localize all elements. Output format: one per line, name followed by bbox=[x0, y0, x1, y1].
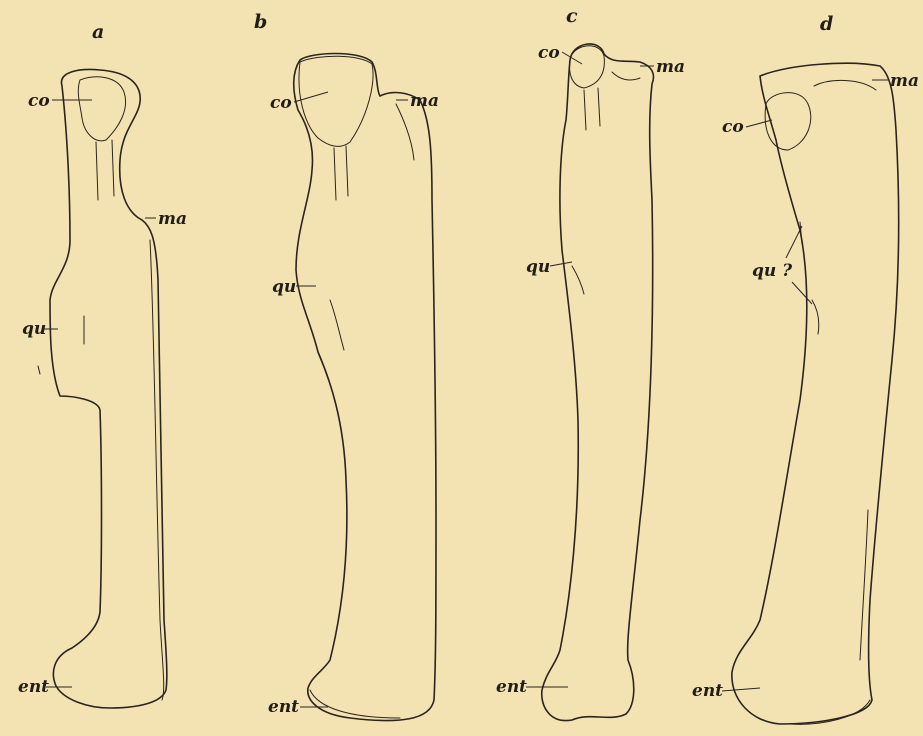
figure-c-label-ent: ent bbox=[496, 677, 527, 697]
figure-b-distal bbox=[310, 690, 400, 718]
figure-a-head bbox=[78, 77, 125, 141]
figure-c: c co ma qu ent bbox=[496, 5, 685, 721]
figure-b-letter: b bbox=[254, 11, 267, 33]
figure-b-neck bbox=[334, 146, 348, 200]
figure-c-label-co: co bbox=[538, 43, 560, 63]
figure-c-ridge bbox=[572, 266, 584, 294]
figure-a-tick bbox=[38, 366, 40, 374]
figure-c-label-ma: ma bbox=[656, 57, 685, 77]
figure-b-ridge bbox=[330, 300, 344, 350]
figure-c-head bbox=[570, 46, 605, 88]
figure-d-leader-co bbox=[746, 120, 772, 127]
figure-d-leader-qu-upper bbox=[786, 226, 802, 258]
figure-d-label-ma: ma bbox=[890, 71, 919, 91]
figure-d-leader-qu-lower bbox=[792, 282, 812, 304]
figure-a-neck bbox=[96, 140, 114, 200]
figure-b-head bbox=[299, 56, 373, 146]
figure-c-outline bbox=[542, 44, 654, 721]
figure-a-label-ma: ma bbox=[158, 209, 187, 229]
figure-b-label-qu: qu bbox=[272, 277, 296, 297]
figure-c-label-qu: qu bbox=[526, 257, 550, 277]
figure-b-label-co: co bbox=[270, 93, 292, 113]
figure-d-leader-ent bbox=[722, 688, 760, 691]
figure-d-letter: d bbox=[820, 13, 833, 35]
figure-d-label-qu: qu ? bbox=[752, 261, 793, 281]
figure-c-crest bbox=[612, 72, 640, 80]
figure-a-outline bbox=[50, 70, 167, 708]
figure-b: b co ma qu ent bbox=[254, 11, 439, 721]
figure-c-leader-qu bbox=[550, 262, 572, 266]
figure-a-label-co: co bbox=[28, 91, 50, 111]
figure-d-outline bbox=[732, 63, 899, 724]
figure-d-head bbox=[765, 93, 811, 150]
figure-d: d co ma qu ? ent bbox=[692, 13, 919, 724]
figure-b-crest bbox=[396, 104, 414, 160]
figure-c-neck bbox=[584, 88, 600, 130]
figure-d-lower-line bbox=[860, 510, 868, 660]
figure-d-crest bbox=[814, 80, 876, 90]
figure-b-outline bbox=[294, 54, 436, 721]
figure-b-leader-co bbox=[294, 92, 328, 102]
figure-a-letter: a bbox=[92, 21, 104, 43]
figure-b-label-ma: ma bbox=[410, 91, 439, 111]
figure-a: a co ma qu ent bbox=[18, 21, 187, 708]
figure-b-label-ent: ent bbox=[268, 697, 299, 717]
figure-d-groove bbox=[800, 222, 819, 334]
figure-d-label-ent: ent bbox=[692, 681, 723, 701]
figure-d-label-co: co bbox=[722, 117, 744, 137]
figure-a-label-ent: ent bbox=[18, 677, 49, 697]
figure-c-letter: c bbox=[566, 5, 578, 27]
